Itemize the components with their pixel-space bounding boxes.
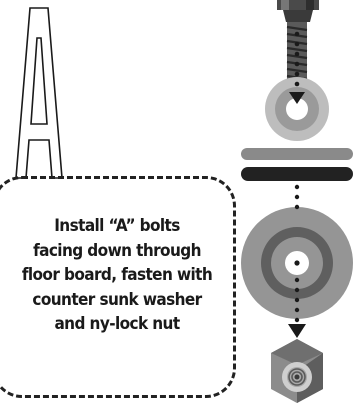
floor-board-top xyxy=(241,148,353,160)
instruction-line: counter sunk washer xyxy=(32,289,202,310)
ny-lock-nut xyxy=(271,339,323,403)
instruction-callout xyxy=(0,176,236,398)
instruction-line: Install “A” bolts xyxy=(54,216,180,236)
letter-a-outline xyxy=(15,7,63,179)
countersunk-washer xyxy=(265,77,329,141)
instruction-line: floor board, fasten with xyxy=(21,265,213,285)
bolt-head xyxy=(277,0,319,22)
instruction-line: and ny-lock nut xyxy=(54,314,180,334)
bolt-arrow xyxy=(289,31,305,104)
alignment-dotted-line xyxy=(288,184,306,338)
instruction-line: facing down through xyxy=(33,240,201,261)
floor-board-bottom xyxy=(241,167,353,181)
instruction-text: Install “A” bolts facing down through fl… xyxy=(0,214,234,337)
